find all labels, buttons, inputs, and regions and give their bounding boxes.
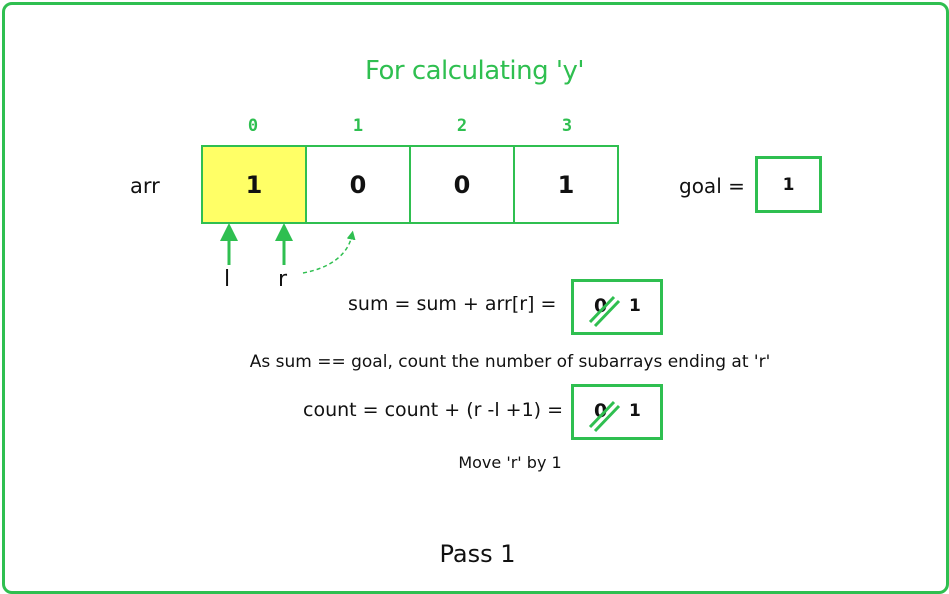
explanation-note: As sum == goal, count the number of suba…	[249, 352, 771, 372]
index-label-2: 2	[456, 116, 468, 136]
count-equation: count = count + (r -l +1) =	[303, 399, 564, 421]
array-label: arr	[130, 174, 160, 198]
count-new-value: 1	[629, 401, 641, 421]
count-old-value: 0	[594, 400, 608, 422]
right-pointer-label: r	[278, 267, 288, 292]
array-cell-1: 0	[307, 147, 411, 222]
strikethrough-icon	[588, 400, 621, 433]
index-label-3: 3	[561, 116, 573, 136]
sum-value-box: 0 1	[571, 279, 663, 335]
array-cells: 1 0 0 1	[201, 145, 619, 224]
strikethrough-icon	[588, 295, 621, 328]
diagram-title: For calculating 'y'	[364, 56, 585, 86]
sum-new-value: 1	[629, 296, 641, 316]
array-cell-3: 1	[557, 170, 575, 199]
goal-value-box: 1	[755, 156, 822, 213]
move-right-arrow	[302, 230, 356, 274]
pass-label: Pass 1	[439, 540, 516, 568]
array-cell-0: 1	[203, 147, 307, 222]
index-label-1: 1	[352, 116, 364, 136]
sum-old-value: 0	[594, 295, 608, 317]
goal-label: goal =	[679, 174, 745, 198]
sum-equation: sum = sum + arr[r] =	[348, 293, 557, 315]
goal-value: 1	[782, 174, 795, 195]
move-instruction: Move 'r' by 1	[458, 453, 562, 472]
left-pointer-label: l	[224, 267, 231, 292]
count-value-box: 0 1	[571, 384, 663, 440]
array-cell-2: 0	[411, 147, 515, 222]
index-label-0: 0	[247, 116, 259, 136]
